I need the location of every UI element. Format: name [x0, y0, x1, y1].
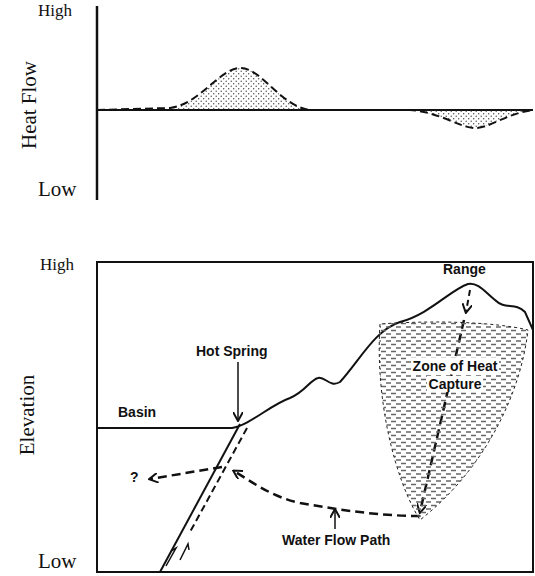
- leader-arrow: [334, 510, 336, 529]
- leader-arrow: [237, 362, 239, 420]
- outflow-arrow: [150, 467, 222, 479]
- zone-label: Zone of Heat Capture: [411, 358, 500, 392]
- heat-capture-zone: Zone of Heat Capture: [375, 318, 535, 530]
- frame: [97, 262, 533, 572]
- fault-motion: [166, 548, 176, 566]
- axis-low: Low: [38, 178, 77, 201]
- feature-label: Water Flow Path: [282, 533, 390, 548]
- zone-shape: [379, 322, 528, 520]
- feature-label: Range: [443, 262, 486, 277]
- fault: [160, 424, 240, 572]
- axis-high: High: [40, 256, 74, 275]
- axis-title: Heat Flow: [18, 61, 41, 149]
- water-flow-path: [234, 471, 420, 516]
- heat-high-fill: [170, 68, 310, 110]
- heat-low-fill: [410, 110, 533, 128]
- recharge-arrow: [466, 290, 470, 312]
- fault-flow: [190, 428, 247, 532]
- axis-low: Low: [38, 550, 77, 573]
- fault-motion: [180, 544, 189, 560]
- heat-flow-curve: [97, 68, 533, 128]
- y-axis: [96, 6, 99, 200]
- zone-outline: [375, 318, 535, 530]
- unknown-mark: ?: [130, 470, 139, 485]
- feature-label: Basin: [118, 405, 156, 420]
- axis-title: Elevation: [16, 375, 39, 455]
- axis-high: High: [38, 2, 72, 21]
- zone-label-box: Zone of Heat Capture: [393, 358, 517, 393]
- feature-label: Hot Spring: [196, 344, 268, 359]
